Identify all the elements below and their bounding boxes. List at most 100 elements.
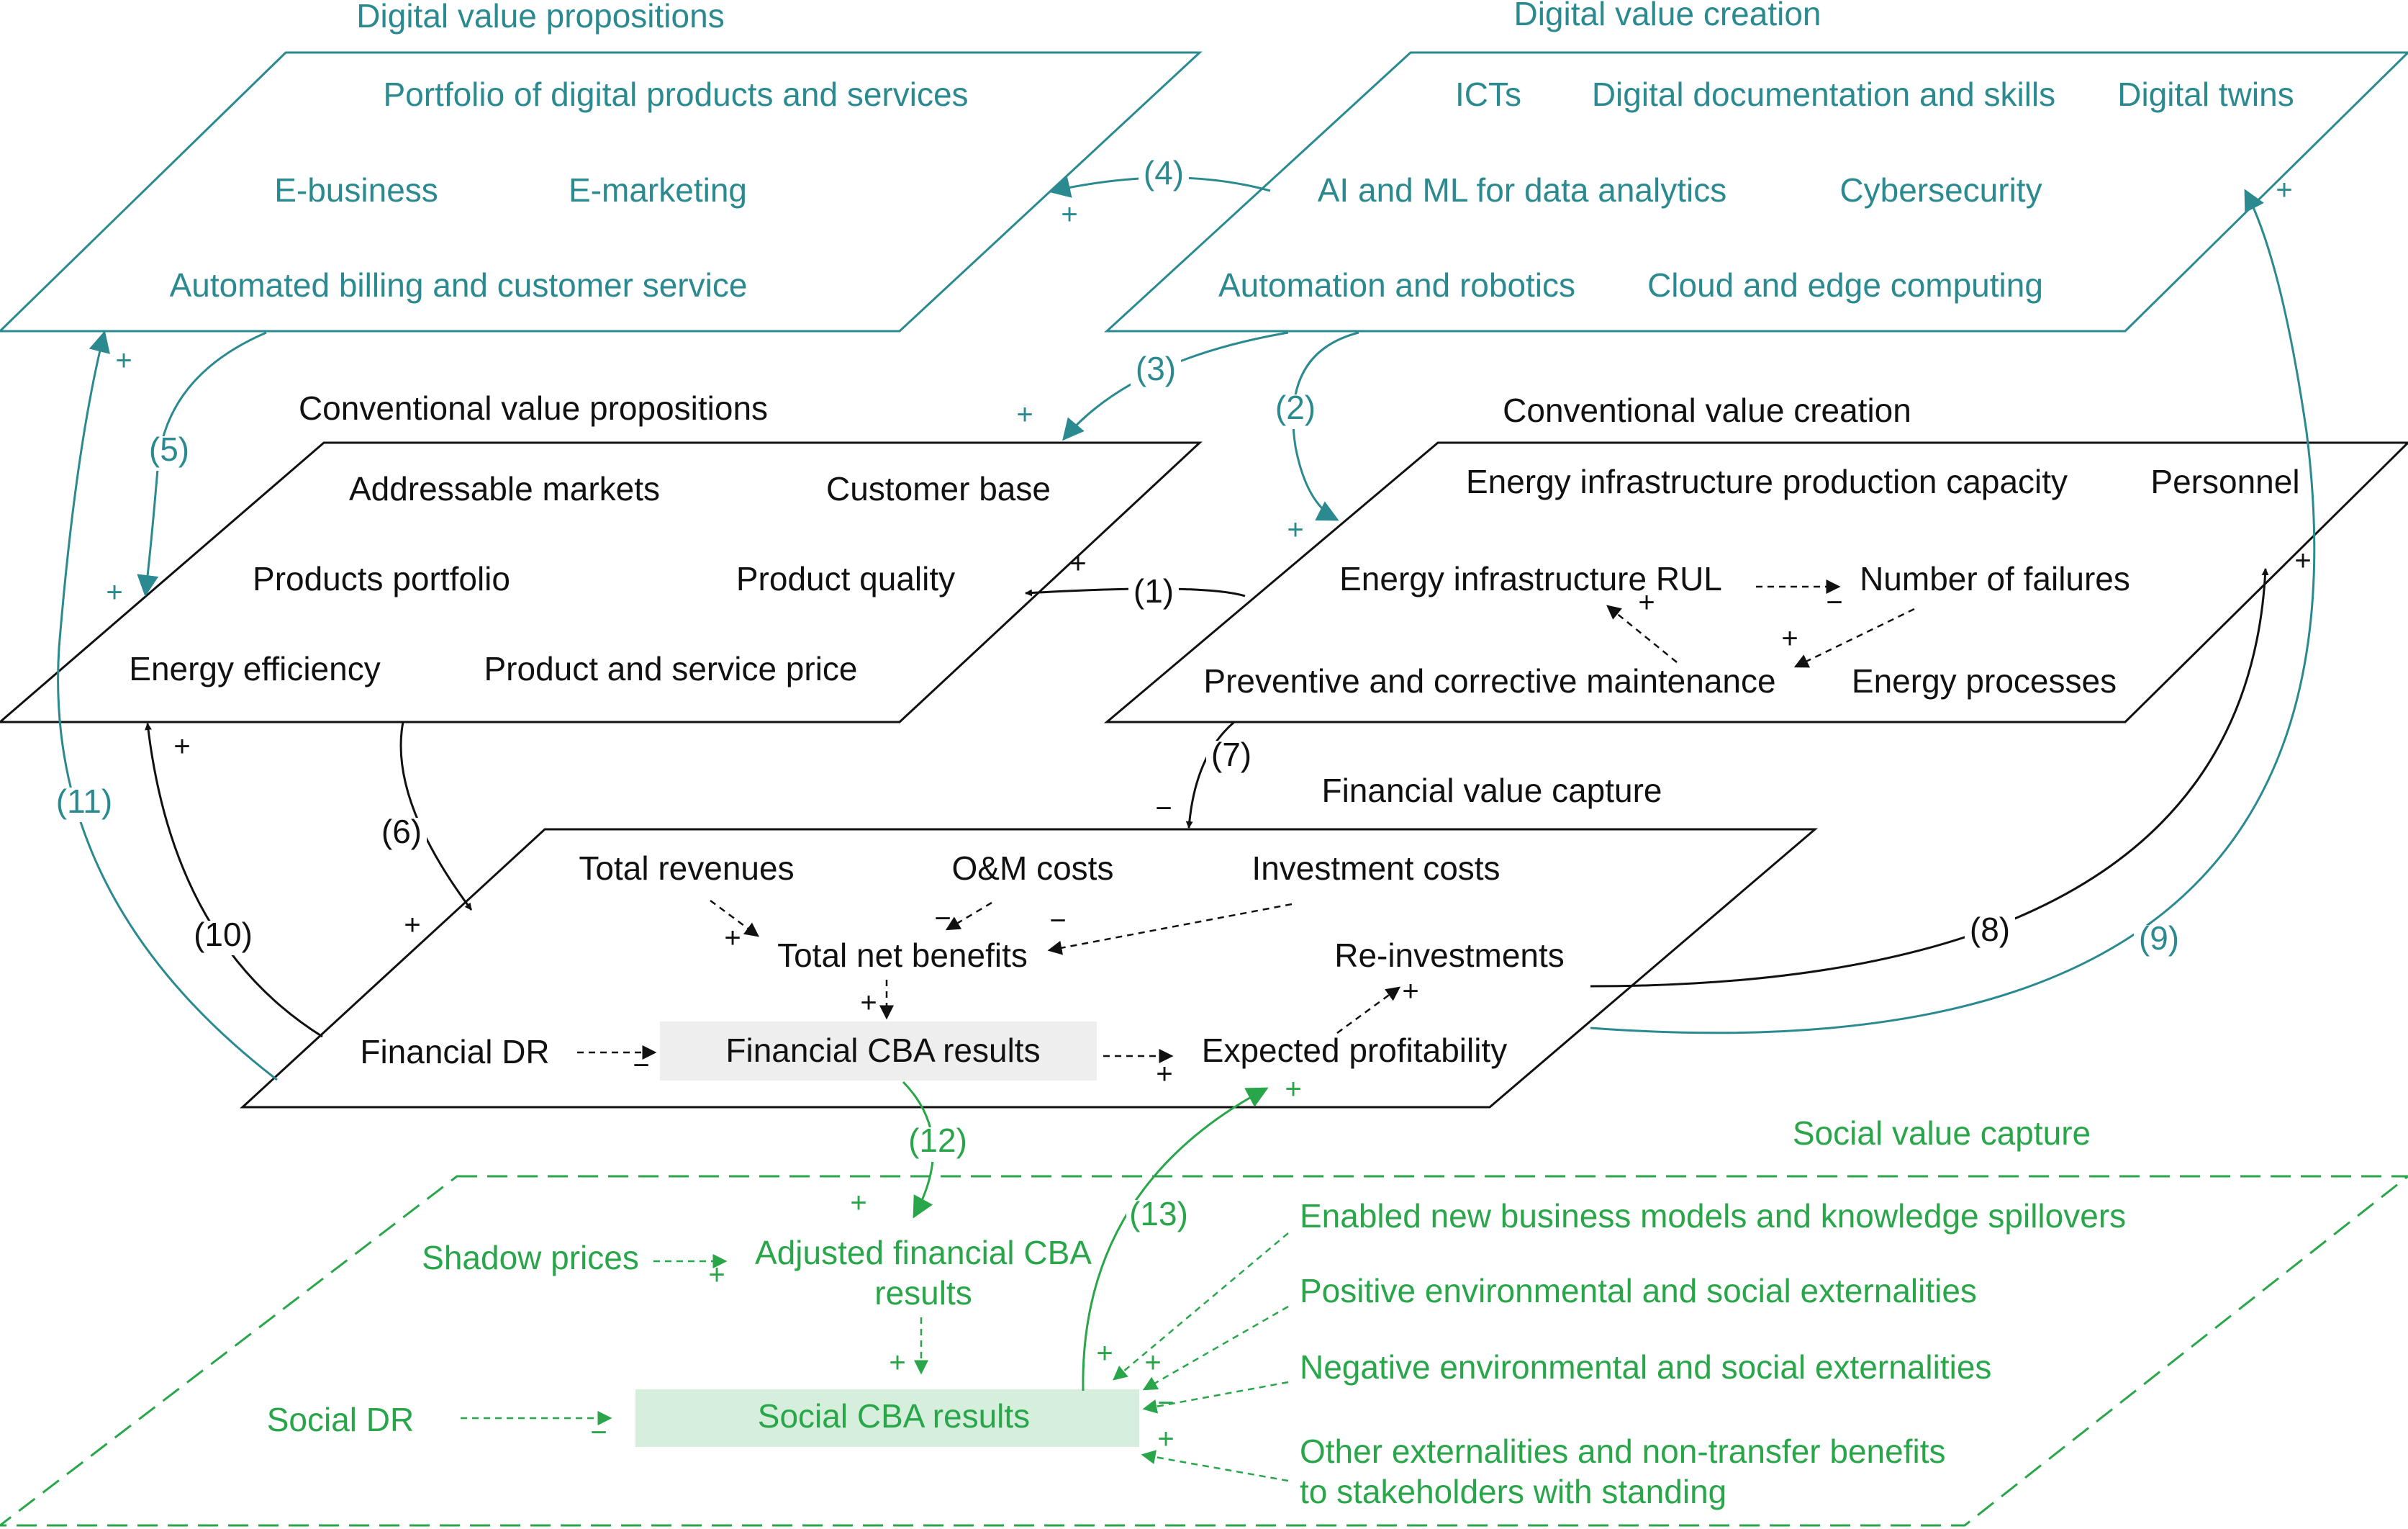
fvc-expected-profitability: Expected profitability xyxy=(1202,1032,1507,1069)
fvc-financial-cba-results: Financial CBA results xyxy=(725,1032,1040,1069)
cvc-production-capacity: Energy infrastructure production capacit… xyxy=(1466,463,2068,500)
sign-plus: + xyxy=(1638,587,1655,618)
dvc-ai-ml: AI and ML for data analytics xyxy=(1318,171,1727,209)
dvc-documentation: Digital documentation and skills xyxy=(1592,76,2055,113)
sign-plus: + xyxy=(1402,975,1418,1007)
sign-minus: − xyxy=(1049,905,1066,937)
cvc-energy-processes: Energy processes xyxy=(1852,662,2117,700)
title-digital-value-creation: Digital value creation xyxy=(1513,0,1821,32)
link-8-arrow xyxy=(1590,568,2269,988)
sign-minus: − xyxy=(590,1417,607,1448)
svc-adjusted-cba-line1: Adjusted financial CBA xyxy=(755,1234,1092,1271)
sign-plus: + xyxy=(1781,623,1798,654)
fvc-financial-dr: Financial DR xyxy=(360,1033,549,1070)
link-label-6: (6) xyxy=(381,813,422,850)
sign-plus: + xyxy=(1285,1073,1301,1105)
link-label-3: (3) xyxy=(1136,350,1176,387)
link-label-1: (1) xyxy=(1133,572,1174,610)
sign-plus: + xyxy=(1157,1423,1174,1455)
cvp-product-quality: Product quality xyxy=(736,560,955,597)
cvp-customer-base: Customer base xyxy=(826,470,1051,508)
sign-plus: + xyxy=(1016,399,1033,430)
cvc-number-of-failures: Number of failures xyxy=(1860,560,2130,597)
link-7-arrow xyxy=(1185,721,1235,829)
svc-negative-externalities: Negative environmental and social extern… xyxy=(1300,1348,1991,1386)
svc-other-externalities-line1: Other externalities and non-transfer ben… xyxy=(1300,1433,1946,1470)
cvp-products-portfolio: Products portfolio xyxy=(253,560,510,597)
sign-minus: − xyxy=(1826,587,1842,618)
title-conventional-value-propositions: Conventional value propositions xyxy=(299,389,768,427)
title-financial-value-capture: Financial value capture xyxy=(1321,772,1662,809)
dvc-cybersecurity: Cybersecurity xyxy=(1839,171,2042,209)
dash-positive-to-scba xyxy=(1142,1305,1289,1391)
polarity-signs: + + + + + + + + + + − + − + + − − + − + … xyxy=(106,174,2311,1455)
sign-plus: + xyxy=(850,1187,866,1219)
link-10-arrow xyxy=(145,723,323,1038)
sign-plus: + xyxy=(1156,1058,1172,1090)
title-conventional-value-creation: Conventional value creation xyxy=(1503,392,1911,429)
link-label-2: (2) xyxy=(1275,389,1316,426)
dash-negative-to-scba xyxy=(1142,1381,1289,1414)
dash-newbm-to-scba xyxy=(1113,1232,1289,1381)
dvp-e-marketing: E-marketing xyxy=(569,171,747,209)
cvp-energy-efficiency: Energy efficiency xyxy=(129,650,380,687)
panel-conventional-value-creation xyxy=(1103,441,2408,723)
title-social-value-capture: Social value capture xyxy=(1793,1114,2091,1152)
link-11-arrow xyxy=(57,330,278,1081)
fvc-total-revenues: Total revenues xyxy=(579,849,794,887)
svc-social-dr: Social DR xyxy=(267,1401,415,1438)
svc-social-cba-results: Social CBA results xyxy=(758,1397,1030,1435)
link-label-13: (13) xyxy=(1129,1195,1188,1232)
social-cba-box xyxy=(635,1389,1139,1447)
dash-profit-to-reinvest xyxy=(1336,986,1401,1034)
sign-plus: + xyxy=(173,731,190,762)
sign-plus: + xyxy=(724,922,741,954)
svc-adjusted-cba-line2: results xyxy=(874,1274,972,1312)
title-digital-value-propositions: Digital value propositions xyxy=(356,0,724,35)
svc-new-business-models: Enabled new business models and knowledg… xyxy=(1300,1197,2126,1235)
link-label-11: (11) xyxy=(56,782,112,820)
sign-plus: + xyxy=(708,1259,725,1291)
sign-plus: + xyxy=(889,1347,905,1379)
dash-investment-to-net xyxy=(1047,903,1293,955)
link-9-arrow xyxy=(1590,189,2316,1034)
sign-plus: + xyxy=(1096,1338,1113,1369)
sign-minus: − xyxy=(1157,1387,1174,1419)
link-label-7: (7) xyxy=(1211,736,1251,773)
sign-plus: + xyxy=(1069,548,1086,579)
panel-social-value-capture xyxy=(0,1175,2408,1527)
sign-minus: − xyxy=(1155,793,1172,824)
cvc-maintenance: Preventive and corrective maintenance xyxy=(1203,662,1775,700)
sign-plus: + xyxy=(106,577,122,608)
dash-revenues-to-net xyxy=(710,899,760,937)
sign-plus: + xyxy=(1287,514,1303,546)
svc-positive-externalities: Positive environmental and social extern… xyxy=(1300,1272,1977,1309)
dvc-icts: ICTs xyxy=(1455,76,1521,113)
sign-plus: + xyxy=(1144,1347,1161,1379)
link-label-12: (12) xyxy=(908,1122,967,1159)
financial-cba-box xyxy=(660,1021,1097,1081)
sign-minus: − xyxy=(633,1050,649,1081)
panel-digital-value-creation xyxy=(1104,51,2408,333)
svc-other-externalities-line2: to stakeholders with standing xyxy=(1300,1473,1726,1510)
sign-minus: − xyxy=(934,903,951,934)
svc-shadow-prices: Shadow prices xyxy=(422,1239,639,1276)
cvc-infrastructure-rul: Energy infrastructure RUL xyxy=(1339,560,1722,597)
dash-other-to-scba xyxy=(1141,1450,1289,1482)
panel-conventional-value-propositions xyxy=(0,441,1203,723)
panel-financial-value-capture xyxy=(240,828,1819,1109)
sign-plus: + xyxy=(2294,545,2311,577)
panel-digital-value-propositions xyxy=(0,51,1203,333)
sign-plus: + xyxy=(1061,199,1077,230)
sign-plus: + xyxy=(2276,174,2292,206)
link-labels: (1) (2) (3) (4) (5) (6) (7) (8) (9) (10)… xyxy=(52,154,2184,1235)
dvp-e-business: E-business xyxy=(274,171,438,209)
dvc-cloud: Cloud and edge computing xyxy=(1647,266,2043,304)
link-6-arrow xyxy=(399,721,473,911)
sign-plus: + xyxy=(860,987,877,1019)
link-label-10: (10) xyxy=(194,916,253,953)
dash-failures-to-maintenance xyxy=(1793,608,1915,668)
link-label-4: (4) xyxy=(1144,154,1184,191)
